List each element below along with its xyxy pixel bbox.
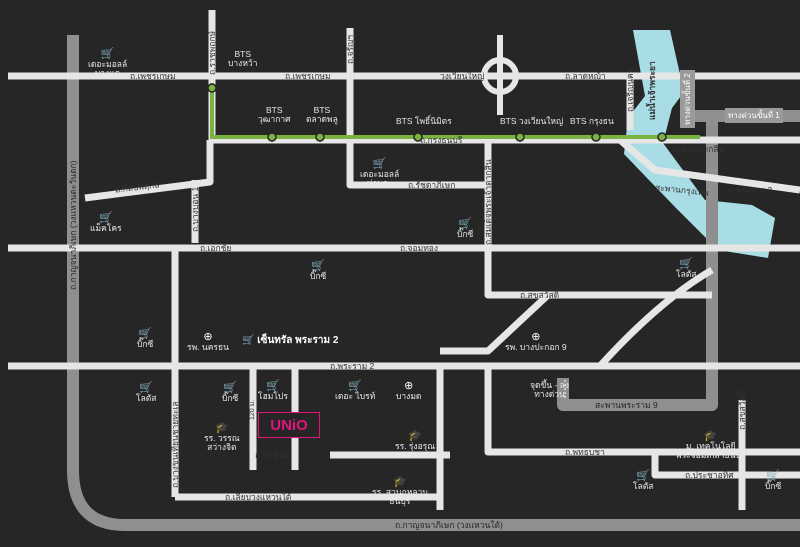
- road-label-ratchaphruek: ถ.ราชพฤกษ์: [207, 30, 217, 75]
- road-label-phetkasem: ถ.เพชรเกษม: [130, 71, 176, 81]
- unio-project-marker[interactable]: UNiO: [258, 412, 320, 438]
- shopping-cart-icon: 🛒: [100, 48, 115, 60]
- shopping-cart-icon: 🛒: [98, 212, 113, 224]
- bts-station-bang-wa: [207, 83, 217, 93]
- shopping-cart-icon: 🛒: [458, 218, 472, 230]
- road-label-charoen-nakhon: ถ.เจริญนคร: [625, 68, 635, 112]
- shopping-cart-icon: 🛒: [679, 258, 694, 270]
- road-label-chom-thong: ถ.จอมทอง: [400, 243, 439, 253]
- exit-tag-stage1: ทางด่วนขั้นที่ 1: [725, 108, 783, 123]
- poi-nakhon-hospital: ⊕รพ. นครธน: [187, 331, 229, 353]
- river-label: แม่น้ำเจ้าพระยา: [647, 61, 657, 120]
- shopping-cart-icon: 🛒: [311, 260, 325, 272]
- bts-label-wongwian-yai: BTS วงเวียนใหญ่: [500, 116, 564, 126]
- road-label-wongwian-yai: วงเวียนใหญ่: [440, 71, 485, 81]
- poi-lotus-3: 🛒โลตัส: [633, 470, 654, 492]
- road-label-krung-thon: ถ.กรุงธนบุรี: [420, 135, 463, 145]
- hospital-cross-icon: ⊕: [404, 380, 414, 392]
- poi-makro: 🛒แม็คโคร: [90, 212, 122, 234]
- poi-mall-bangkae: 🛒เดอะมอลล์ บางแค: [88, 48, 128, 79]
- poi-lotus-1: 🛒โลตัส: [676, 258, 697, 280]
- hospital-cross-icon: ⊕: [531, 331, 541, 343]
- poi-bangkok-hospital: ⊕รพ. บางปะกอก 9: [505, 331, 567, 353]
- graduation-cap-icon: 🎓: [393, 476, 407, 488]
- bts-station-wongwian-yai: [515, 132, 525, 142]
- shopping-cart-icon: 🛒: [138, 328, 152, 340]
- poi-bigc-4: 🛒บิ๊กซี: [222, 382, 239, 404]
- road-label-tha-kham: ถ.ท่าข้าม: [255, 450, 290, 460]
- shopping-cart-icon: 🛒: [636, 470, 651, 482]
- poi-mall-thapra: 🛒เดอะมอลล์ ท่าพระ: [360, 158, 400, 189]
- road-label-kanchanaphisek-south: ถ.กาญจนาภิเษก (วงแหวนใต้): [395, 520, 503, 530]
- bts-station-saphan-taksin: [657, 132, 667, 142]
- bts-label-talat-phlu: BTS ตลาดพลู: [306, 105, 338, 125]
- road-label-suk-sawat-vertical: ถ.สุขสวัสดิ์: [737, 390, 747, 430]
- poi-bigc-1: 🛒บิ๊กซี: [457, 218, 474, 240]
- shopping-cart-icon: 🛒: [766, 470, 780, 482]
- road-label-suk-sawat: ถ.สุขสวัสดิ์: [520, 290, 560, 300]
- road-label-liap-wong-waen: ถ.เลียบวงแหวนใต้: [225, 492, 292, 502]
- poi-school-rungarun: 🎓รร. รุ่งอรุณ: [395, 430, 436, 452]
- shopping-cart-icon: 🛒: [348, 380, 362, 392]
- chao-phraya-river: [624, 30, 775, 258]
- road-label-phetkasem-2: ถ.เพชรเกษม: [285, 71, 331, 81]
- exit-tag-stage2: ทางด่วนขั้นที่ 2: [680, 70, 695, 128]
- hospital-cross-icon: ⊕: [203, 331, 213, 343]
- road-label-bang-bon: ถ.บางบอน 1: [190, 186, 200, 232]
- graduation-cap-icon: 🎓: [214, 422, 229, 434]
- road-label-soi-120: 120 ม.: [249, 399, 256, 420]
- bts-label-bang-wa: BTS บางหว้า: [228, 49, 258, 69]
- bts-stations: [207, 83, 667, 142]
- road-label-ekachai: ถ.เอกชัย: [200, 243, 232, 253]
- poi-bigc-5: 🛒บิ๊กซี: [765, 470, 782, 492]
- shopping-cart-icon: 🛒: [266, 380, 280, 392]
- bts-label-krung-thon: BTS กรุงธน: [570, 116, 614, 126]
- road-label-rama2: ถ.พระราม 2: [330, 361, 375, 371]
- road-label-rama9-bridge: สะพานพระราม 9: [595, 400, 658, 410]
- bts-label-pho-nimit: BTS โพธิ์นิมิตร: [396, 116, 452, 126]
- expressway-access-label: จุดขึ้น - ลง ทางด่วน: [530, 380, 570, 400]
- poi-bigc-3: 🛒บิ๊กซี: [137, 328, 154, 350]
- poi-school-suankularb: 🎓รร. สวนกุหลาบ ธนบุรี: [372, 476, 428, 507]
- road-label-ratchada: ถ.รัชดาภิเษก: [408, 180, 456, 190]
- poi-lotus-2: 🛒โลตัส: [136, 382, 157, 404]
- shopping-cart-icon: 🛒: [242, 335, 258, 346]
- graduation-cap-icon: 🎓: [703, 430, 718, 442]
- road-label-bang-khun-thian: ถ.บางขุนเทียนชายทะเล: [170, 401, 180, 488]
- road-label-taksin-bridge: สะพานตากสิน: [672, 144, 725, 154]
- bts-station-pho-nimit: [413, 132, 423, 142]
- road-label-charan: ถ.จรัญฯ: [345, 34, 355, 64]
- road-label-pracha-uthit: ถ.ประชาอุทิศ: [685, 470, 734, 480]
- graduation-cap-icon: 🎓: [408, 430, 422, 442]
- shopping-cart-icon: 🛒: [372, 158, 387, 170]
- poi-homepro: 🛒โฮมโปร: [258, 380, 288, 402]
- shopping-cart-icon: 🛒: [139, 382, 154, 394]
- poi-central-rama2: 🛒 เซ็นทรัล พระราม 2: [242, 335, 339, 346]
- road-label-lat-ya: ถ.ลาดหญ้า: [565, 71, 606, 81]
- road-label-kanchanaphisek-west: ถ.กาญจนาภิเษก (วงแหวนตะวันตก): [68, 160, 78, 290]
- bts-label-wutthakat: BTS วุฒากาศ: [258, 105, 291, 125]
- road-label-phutthabucha: ถ.พุทธบูชา: [565, 447, 605, 457]
- bts-station-talat-phlu: [315, 132, 325, 142]
- shopping-cart-icon: 🛒: [223, 382, 237, 394]
- poi-school-wanan: 🎓รร. วรรณ สว่างจิต: [204, 422, 240, 453]
- bts-station-wutthakat: [267, 132, 277, 142]
- poi-terminal: 🛒เดอะ ไบรท์: [335, 380, 376, 402]
- poi-bangmod: ⊕บางมด: [396, 380, 422, 402]
- road-label-somdet: ถ.สมเด็จพระเจ้าตากสิน: [483, 159, 493, 245]
- poi-kmutt: 🎓ม. เทคโนโลยี พระจอมเกล้าธนบุรี: [676, 430, 746, 461]
- poi-bigc-2: 🛒บิ๊กซี: [310, 260, 327, 282]
- bts-station-krung-thon: [591, 132, 601, 142]
- bts-line: [210, 83, 700, 139]
- road-label-rama3: ถ.พระราม 3: [728, 185, 773, 195]
